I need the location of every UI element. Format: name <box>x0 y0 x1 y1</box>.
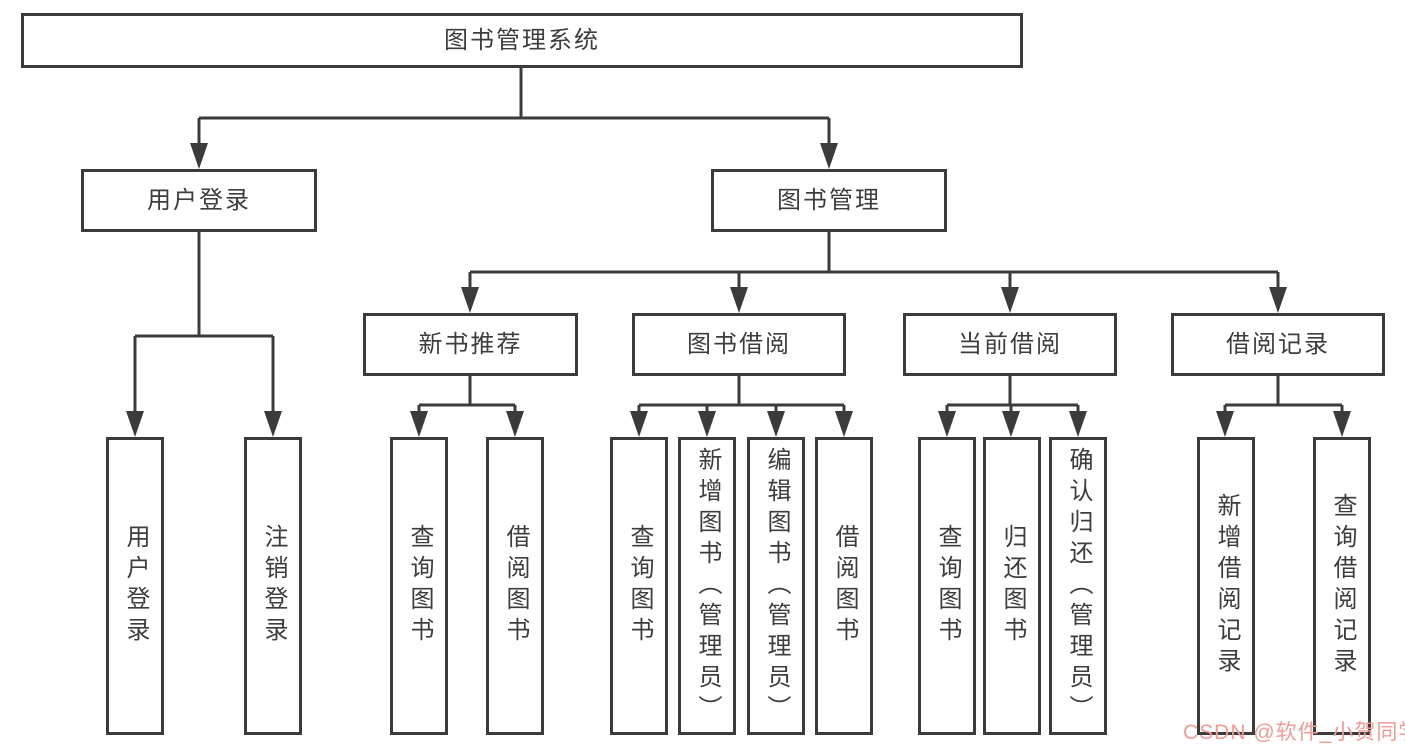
arrowhead-icon <box>264 411 282 437</box>
leaf-return-books: 归还图书 <box>983 437 1041 735</box>
leaf-edit-books-admin: 编辑图书（管理员） <box>747 437 805 735</box>
arrowhead-icon <box>938 411 956 437</box>
node-user-login: 用户登录 <box>81 169 317 232</box>
node-label: 图书借阅 <box>687 330 791 358</box>
arrowhead-icon <box>730 287 748 313</box>
leaf-query-books-borrow: 查询图书 <box>610 437 668 735</box>
node-borrow-record: 借阅记录 <box>1171 313 1385 376</box>
node-label: 新增图书（管理员） <box>694 446 721 726</box>
arrowhead-icon <box>767 411 785 437</box>
node-root-system: 图书管理系统 <box>21 13 1023 68</box>
node-current-borrow: 当前借阅 <box>903 313 1117 376</box>
edge-root-to-level1 <box>197 68 831 146</box>
arrowhead-icon <box>630 411 648 437</box>
arrowhead-icon <box>1001 287 1019 313</box>
node-label: 借阅记录 <box>1226 330 1330 358</box>
leaf-add-books-admin: 新增图书（管理员） <box>678 437 736 735</box>
node-label: 查询图书 <box>934 524 961 648</box>
node-new-book-recommend: 新书推荐 <box>363 313 578 376</box>
leaf-logout: 注销登录 <box>244 437 302 735</box>
node-label: 图书管理 <box>777 186 881 214</box>
arrowhead-icon <box>1216 411 1234 437</box>
arrowheads <box>126 143 1351 437</box>
csdn-watermark: CSDN @软件_小贺同学 <box>1183 721 1405 744</box>
leaf-borrow-books: 借阅图书 <box>815 437 873 735</box>
node-label: 新书推荐 <box>418 330 523 358</box>
arrowhead-icon <box>126 411 144 437</box>
node-label: 用户登录 <box>122 524 149 648</box>
edge-current-borrow-to-leaves <box>945 376 1080 414</box>
node-label: 注销登录 <box>260 524 287 648</box>
node-label: 编辑图书（管理员） <box>763 446 790 726</box>
node-label: 用户登录 <box>147 186 251 214</box>
node-label: 归还图书 <box>999 524 1026 648</box>
arrowhead-icon <box>1269 287 1287 313</box>
arrowhead-icon <box>835 411 853 437</box>
edge-user-login-to-leaves <box>133 232 275 414</box>
node-label: 确认归还（管理员） <box>1065 446 1092 726</box>
node-label: 查询图书 <box>626 524 653 648</box>
arrowhead-icon <box>1069 411 1087 437</box>
node-book-management: 图书管理 <box>711 169 947 232</box>
arrowhead-icon <box>698 411 716 437</box>
node-label: 当前借阅 <box>958 330 1062 358</box>
arrowhead-icon <box>1333 411 1351 437</box>
leaf-user-login: 用户登录 <box>106 437 164 735</box>
leaf-query-books-recommend: 查询图书 <box>390 437 448 735</box>
edge-book-borrow-to-leaves <box>637 376 846 414</box>
arrowhead-icon <box>410 411 428 437</box>
node-label: 图书管理系统 <box>444 26 600 54</box>
node-label: 查询图书 <box>406 524 433 648</box>
leaf-confirm-return-admin: 确认归还（管理员） <box>1049 437 1107 735</box>
leaf-query-borrow-record: 查询借阅记录 <box>1313 437 1371 735</box>
edge-new-book-recommend-to-leaves <box>417 376 517 414</box>
leaf-borrow-books-recommend: 借阅图书 <box>486 437 544 735</box>
node-label: 借阅图书 <box>831 524 858 648</box>
leaf-query-books-current: 查询图书 <box>918 437 976 735</box>
node-label: 新增借阅记录 <box>1213 493 1240 679</box>
arrowhead-icon <box>820 143 838 169</box>
arrowhead-icon <box>1002 411 1020 437</box>
arrowhead-icon <box>506 411 524 437</box>
edge-book-management-to-level2 <box>468 232 1280 290</box>
leaf-add-borrow-record: 新增借阅记录 <box>1197 437 1255 735</box>
arrowhead-icon <box>461 287 479 313</box>
node-label: 借阅图书 <box>502 524 529 648</box>
node-book-borrow: 图书借阅 <box>632 313 846 376</box>
node-label: 查询借阅记录 <box>1329 493 1356 679</box>
edge-borrow-record-to-leaves <box>1223 376 1344 414</box>
arrowhead-icon <box>190 143 208 169</box>
